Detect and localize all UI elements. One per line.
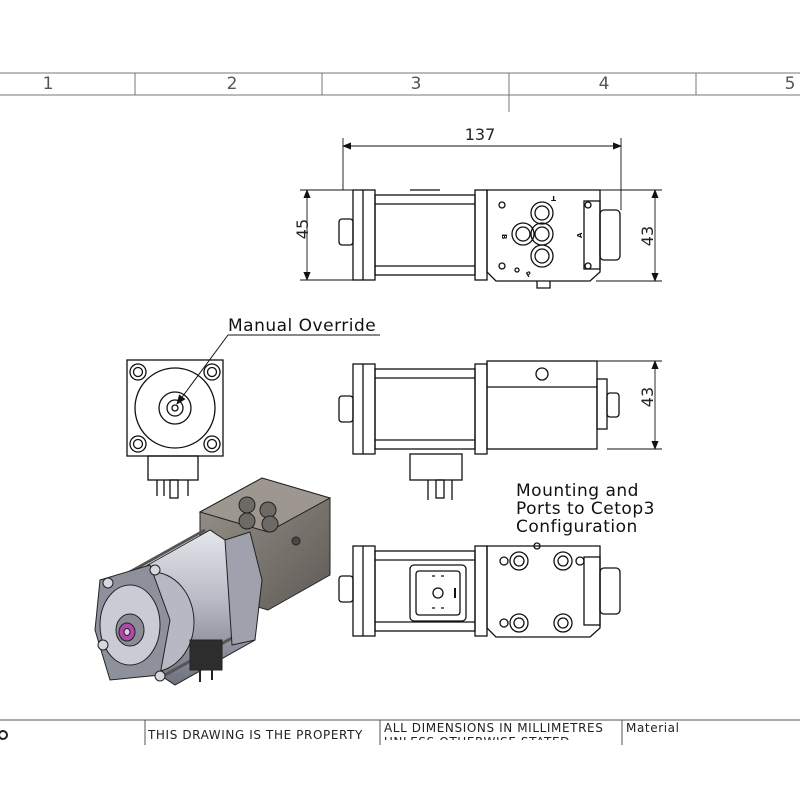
zone-label-1: 1 — [43, 74, 54, 94]
property-notice: THIS DRAWING IS THE PROPERTY — [147, 728, 363, 742]
units-note-clip — [383, 740, 619, 750]
port-label-b: B — [500, 234, 508, 239]
zone-border: 1 2 3 4 5 — [0, 72, 800, 112]
dimension-length-value: 137 — [465, 125, 496, 144]
material-label: Material — [626, 721, 680, 735]
title-block — [0, 719, 800, 745]
end-view — [126, 359, 224, 499]
side-view — [338, 360, 620, 500]
port-labels: T B A P — [500, 194, 584, 279]
dimension-height-right-top — [596, 189, 662, 282]
dimension-length — [342, 138, 622, 210]
port-label-a: A — [576, 232, 584, 238]
zone-label-5: 5 — [785, 74, 796, 94]
port-label-t: T — [551, 194, 556, 202]
mounting-note-line-2: Ports to Cetop3 — [516, 499, 655, 519]
dimension-height-right-mid — [597, 360, 662, 450]
dimension-height-left-value: 45 — [293, 219, 312, 239]
zone-label-4: 4 — [599, 74, 610, 94]
dimension-height-left — [300, 189, 353, 281]
isometric-view — [94, 477, 332, 686]
zone-label-3: 3 — [411, 74, 422, 94]
top-view — [338, 189, 621, 289]
manual-override-label: Manual Override — [228, 316, 376, 336]
dimension-height-right-mid-value: 43 — [638, 387, 657, 407]
bottom-view — [338, 542, 621, 638]
mounting-note-line-3: Configuration — [516, 517, 638, 537]
zone-label-2: 2 — [227, 74, 238, 94]
mounting-note-line-1: Mounting and — [516, 481, 639, 501]
units-note-line-1: ALL DIMENSIONS IN MILLIMETRES — [384, 721, 603, 735]
dimension-height-right-top-value: 43 — [638, 226, 657, 246]
port-label-p: P — [525, 270, 533, 279]
manual-override-leader — [176, 334, 380, 405]
